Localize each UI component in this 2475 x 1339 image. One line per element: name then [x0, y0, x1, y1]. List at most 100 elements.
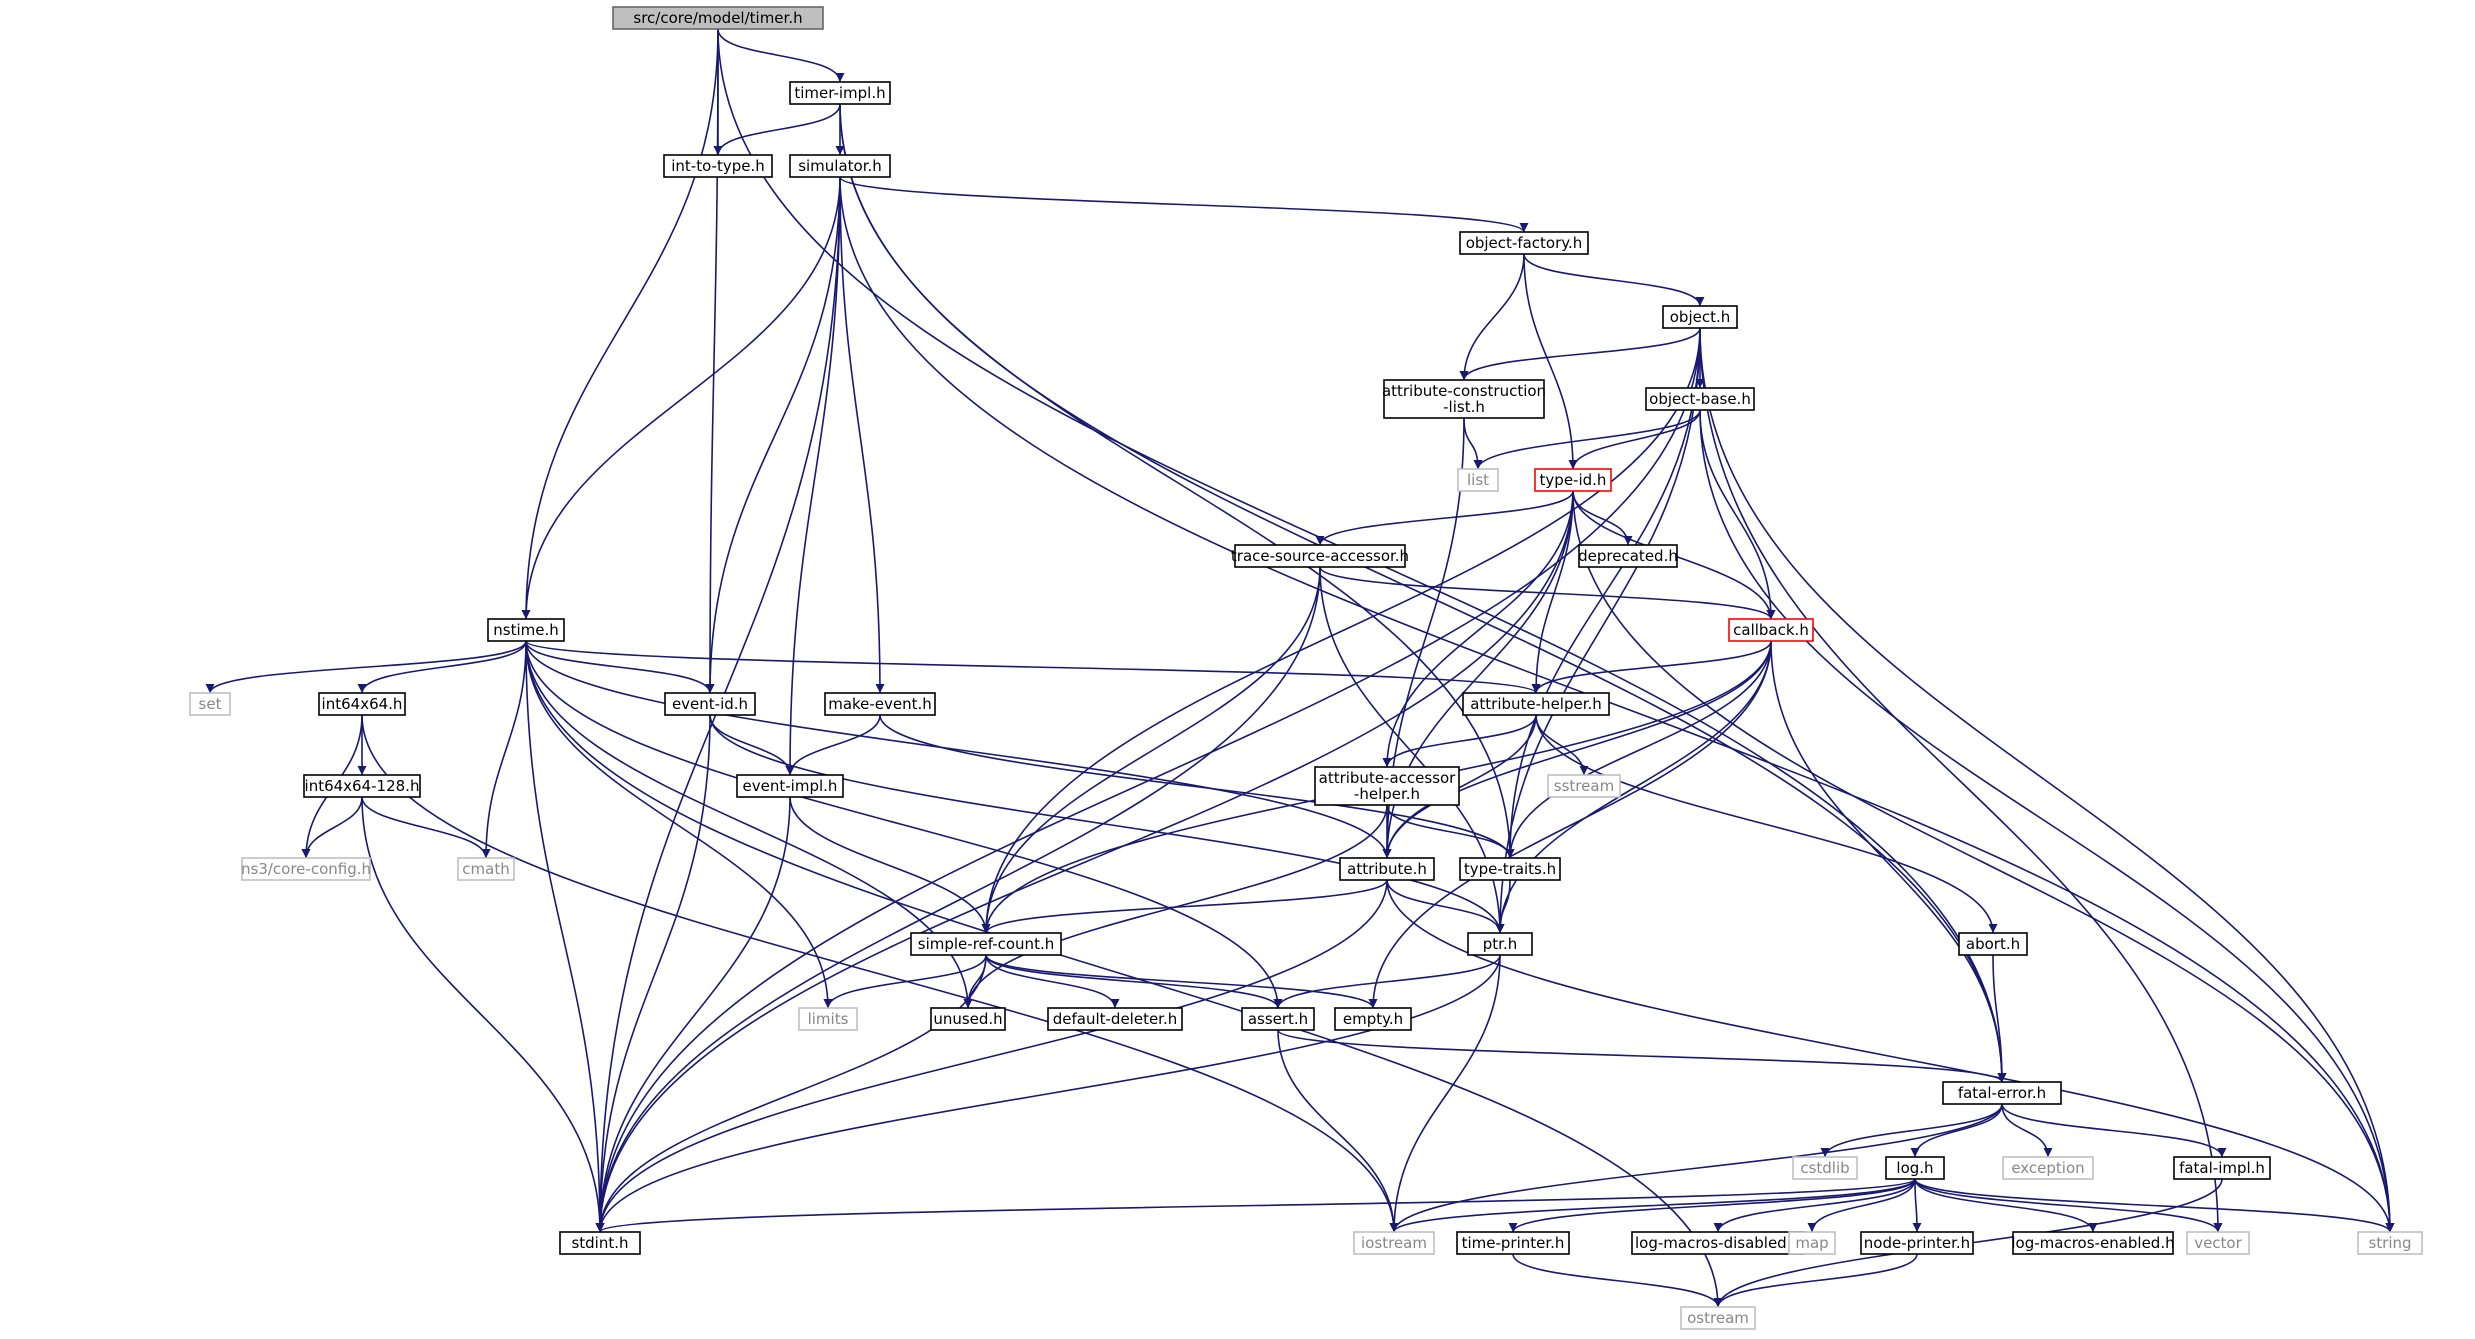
edge-attribute-to-src [981, 879, 1388, 934]
edge-object_base-to-list [1473, 409, 1701, 470]
node-int64x64-128[interactable]: int64x64-128.h [303, 774, 421, 798]
node-attribute[interactable]: attribute.h [1339, 857, 1435, 881]
node-box [303, 774, 421, 798]
node-box [736, 774, 844, 798]
node-label: int-to-type.h [671, 157, 765, 175]
node-label: deprecated.h [1578, 547, 1678, 565]
node-tsa[interactable]: trace-source-accessor.h [1231, 544, 1409, 568]
edge-attribute-to-stdint [595, 879, 1388, 1233]
edge-event_impl-to-stdint [595, 796, 791, 1233]
edge-timer-to-timer_impl [717, 28, 845, 83]
edge-attr_helper-to-sstream [1535, 714, 1589, 776]
node-src[interactable]: simple-ref-count.h [910, 932, 1062, 956]
node-object[interactable]: object.h [1662, 305, 1738, 329]
edge-object_factory-to-type_id [1523, 253, 1578, 470]
node-nstime[interactable]: nstime.h [487, 618, 565, 642]
edge-object-to-ptr [1495, 327, 1701, 934]
node-lmd[interactable]: log-macros-disabled.h [1631, 1231, 1805, 1255]
node-simulator[interactable]: simulator.h [789, 154, 891, 178]
node-assert[interactable]: assert.h [1241, 1007, 1315, 1031]
edge-int64x64_128-to-core_config [301, 796, 363, 859]
node-label: src/core/model/timer.h [633, 9, 802, 27]
node-int-to-type[interactable]: int-to-type.h [663, 154, 773, 178]
node-box [1958, 932, 2028, 956]
node-log[interactable]: log.h [1885, 1156, 1945, 1180]
edge-object-to-vector [1699, 327, 2223, 1233]
edge-nstime-to-stdint [525, 640, 605, 1233]
node-event-id[interactable]: event-id.h [664, 692, 756, 716]
edge-fatal_error-to-exception [2001, 1103, 2053, 1158]
node-int64x64[interactable]: int64x64.h [318, 692, 406, 716]
node-timer[interactable]: src/core/model/timer.h [612, 6, 824, 30]
node-callback[interactable]: callback.h [1728, 618, 1814, 642]
node-aah[interactable]: attribute-accessor-helper.h [1314, 766, 1460, 806]
node-abort[interactable]: abort.h [1958, 932, 2028, 956]
edge-simulator-to-nstime [521, 176, 841, 620]
node-box [1578, 544, 1678, 568]
node-attr-helper[interactable]: attribute-helper.h [1462, 692, 1610, 716]
node-label: list [1467, 471, 1489, 489]
edge-make_event-to-type_traits [879, 714, 1515, 859]
node-empty[interactable]: empty.h [1334, 1007, 1412, 1031]
node-default-deleter[interactable]: default-deleter.h [1047, 1007, 1183, 1031]
node-ptr[interactable]: ptr.h [1467, 932, 1533, 956]
node-node-printer[interactable]: node-printer.h [1860, 1231, 1974, 1255]
node-box [789, 81, 891, 105]
node-box [798, 1007, 858, 1031]
node-label: fatal-error.h [1958, 1084, 2046, 1102]
node-box [1467, 932, 1533, 956]
edge-event_impl-to-src [789, 796, 991, 934]
node-acl[interactable]: attribute-construction-list.h [1382, 379, 1546, 419]
node-label: -helper.h [1354, 785, 1420, 803]
node-label: trace-source-accessor.h [1231, 547, 1409, 565]
node-label: attribute.h [1347, 860, 1427, 878]
node-deprecated[interactable]: deprecated.h [1578, 544, 1678, 568]
node-label: simulator.h [798, 157, 882, 175]
node-fatal-impl[interactable]: fatal-impl.h [2173, 1156, 2271, 1180]
node-label: object.h [1670, 308, 1731, 326]
edge-acl-to-list [1463, 417, 1483, 470]
node-event-impl[interactable]: event-impl.h [736, 774, 844, 798]
node-type-id[interactable]: type-id.h [1534, 468, 1612, 492]
node-fatal-error[interactable]: fatal-error.h [1942, 1081, 2062, 1105]
node-object-factory[interactable]: object-factory.h [1459, 231, 1589, 255]
edge-type_id-to-tsa [1315, 490, 1574, 546]
node-box [2002, 1156, 2094, 1180]
node-box [1234, 544, 1406, 568]
edge-nstime-to-event_id [525, 640, 715, 694]
node-box [1792, 1156, 1858, 1180]
edge-callback-to-attr_helper [1531, 640, 1772, 694]
node-box [241, 857, 371, 881]
edge-ptr-to-assert [1273, 954, 1501, 1009]
node-label: event-impl.h [743, 777, 838, 795]
node-box [1459, 857, 1561, 881]
node-box [1047, 1007, 1183, 1031]
node-object-base[interactable]: object-base.h [1645, 387, 1755, 411]
node-make-event[interactable]: make-event.h [824, 692, 936, 716]
node-time-printer[interactable]: time-printer.h [1456, 1231, 1570, 1255]
edge-attr_helper-to-abort [1535, 714, 1998, 934]
node-label: abort.h [1966, 935, 2020, 953]
node-label: map [1795, 1234, 1828, 1252]
edge-callback-to-fatal_error [1770, 640, 2007, 1083]
node-label: cmath [462, 860, 509, 878]
node-stdint[interactable]: stdint.h [559, 1231, 641, 1255]
edge-fatal_error-to-cstdlib [1820, 1103, 2003, 1158]
node-box [1457, 468, 1499, 492]
node-list: list [1457, 468, 1499, 492]
node-box [1383, 379, 1545, 419]
edge-int64x64_128-to-cmath [361, 796, 491, 859]
edge-abort-to-fatal_error [1992, 954, 2007, 1083]
node-lme[interactable]: log-macros-enabled.h [2011, 1231, 2175, 1255]
node-box [1353, 1231, 1435, 1255]
node-timer-impl[interactable]: timer-impl.h [789, 81, 891, 105]
nodes-layer: src/core/model/timer.h timer-impl.h int-to… [189, 6, 2423, 1330]
node-unused[interactable]: unused.h [930, 1007, 1006, 1031]
node-label: ptr.h [1483, 935, 1517, 953]
edge-object_base-to-type_id [1568, 409, 1701, 470]
node-label: int64x64-128.h [305, 777, 420, 795]
node-type-traits[interactable]: type-traits.h [1459, 857, 1561, 881]
edge-timer-to-nstime [521, 28, 719, 620]
edge-tsa-to-stdint [595, 566, 1321, 1233]
